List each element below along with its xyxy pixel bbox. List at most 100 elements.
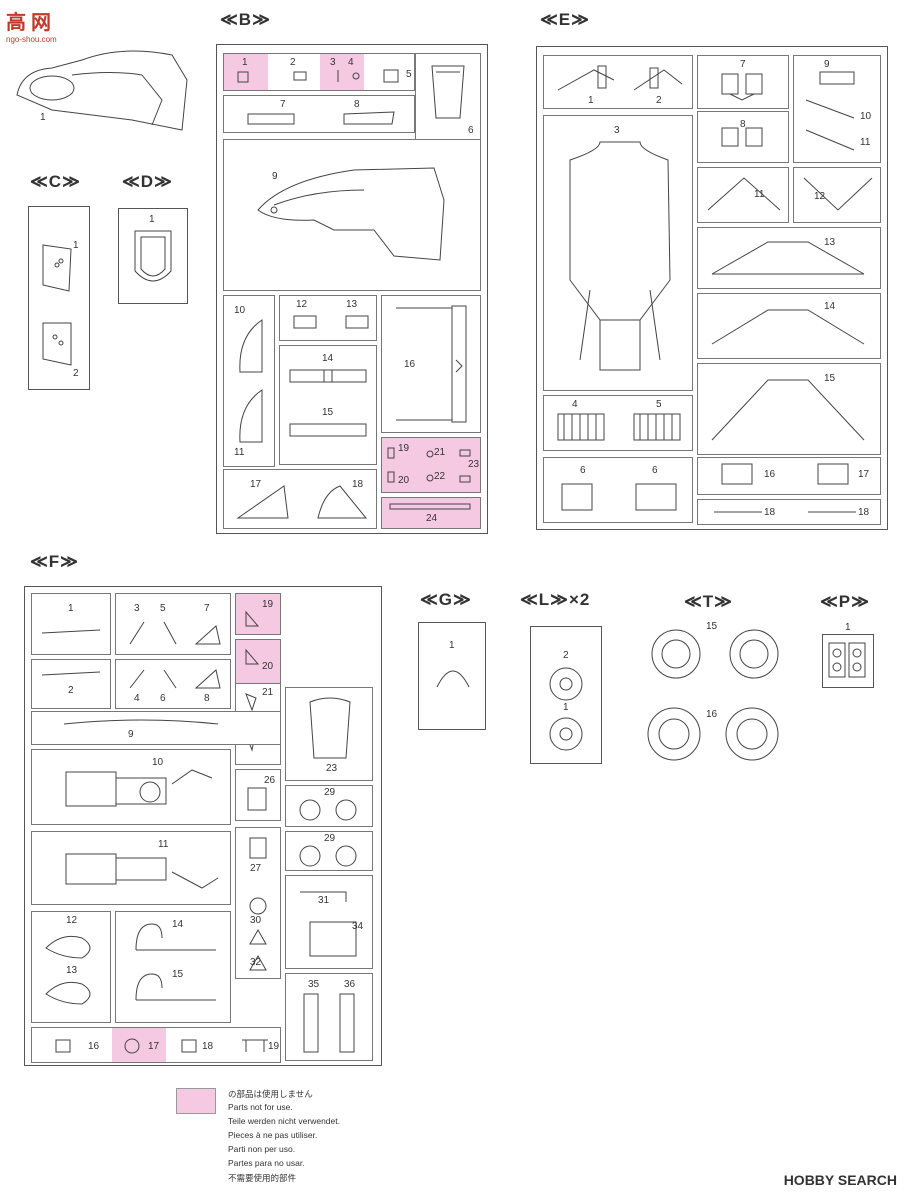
part-number: 2 — [656, 95, 662, 106]
roll-hoop-drawing — [436, 670, 470, 688]
part-number: 2 — [68, 685, 74, 696]
part-number: 5 — [160, 603, 166, 614]
small-plates-drawing — [293, 315, 369, 329]
sprue-cell-unused: 24 — [381, 497, 481, 529]
sprue-cell: 11 — [31, 831, 231, 905]
sprue-e: 1 2 7 8 9 10 11 3 11 12 13 — [536, 46, 888, 530]
part-number: 18 — [202, 1041, 214, 1052]
sprue-cell: 35 36 — [285, 973, 373, 1061]
sprue-cell: 14 15 — [279, 345, 377, 465]
sprue-cell: 11 — [697, 167, 789, 223]
sprue-cell: 2 — [31, 659, 111, 709]
section-label-d: ≪D≫ — [122, 172, 173, 191]
part-number: 21 — [434, 447, 446, 458]
tires-drawing — [647, 707, 779, 761]
bar-part-drawing — [289, 369, 367, 383]
part-number: 4 — [348, 57, 354, 68]
part-number: 19 — [398, 443, 410, 454]
sprue-cell: 7 8 — [223, 95, 415, 133]
engine-half-drawing — [65, 769, 213, 807]
wishbone-drawing — [711, 309, 865, 345]
sprue-cell: 29 — [285, 785, 373, 827]
part-number: 6 — [468, 125, 474, 136]
part-number: 6 — [580, 465, 586, 476]
part-number: 29 — [324, 833, 336, 844]
part-number: 13 — [346, 299, 358, 310]
part-number: 5 — [406, 69, 412, 80]
sprue-cell: 9 10 11 — [793, 55, 881, 163]
sprue-cell: 10 — [31, 749, 231, 825]
link-parts-drawing — [129, 621, 221, 645]
wishbone-drawing — [711, 241, 865, 275]
part-number: 17 — [148, 1041, 160, 1052]
part-number: 15 — [706, 621, 718, 632]
part-number: 18 — [764, 507, 776, 518]
part-number: 15 — [172, 969, 184, 980]
sprue-f: 1 2 3 5 7 4 6 8 19 20 21 22 9 10 11 — [24, 586, 382, 1066]
part-number: 2 — [563, 650, 569, 661]
legend-text: Parts not for use. — [228, 1102, 293, 1112]
bracket-drawing — [245, 610, 260, 627]
part-number: 2 — [290, 57, 296, 68]
mirror-parts-drawing — [828, 642, 866, 678]
part-number: 18 — [858, 507, 870, 518]
part-number: 16 — [404, 359, 416, 370]
exhaust-manifold-drawing — [45, 935, 91, 1005]
sprue-l: 2 1 — [530, 626, 602, 764]
intake-trumpets-drawing — [721, 463, 849, 485]
part-number: 9 — [272, 171, 278, 182]
part-number: 9 — [128, 729, 134, 740]
fuel-parts-drawing — [300, 891, 357, 957]
part-number: 1 — [845, 622, 851, 633]
part-number: 17 — [858, 469, 870, 480]
sprue-cell: 9 — [31, 711, 281, 745]
legend-text: Parti non per uso. — [228, 1144, 296, 1154]
sprue-cell: 6 6 — [543, 457, 693, 523]
part-number: 1 — [68, 603, 74, 614]
rod-drawing — [63, 719, 219, 725]
part-number: 26 — [264, 775, 276, 786]
sprue-cell-unused: 20 — [235, 639, 281, 685]
sprue-cell: 8 — [697, 111, 789, 163]
legend-text: Partes para no usar. — [228, 1158, 305, 1168]
unused-part-highlight — [320, 54, 364, 90]
sprue-d: 1 — [118, 208, 188, 304]
sprue-cell: 18 18 — [697, 499, 881, 525]
tires-drawing — [651, 629, 779, 679]
section-label-t: ≪T≫ — [684, 592, 733, 611]
chassis-tub-drawing — [569, 141, 671, 371]
legend-text: の部品は使用しません — [228, 1089, 313, 1099]
part-number: 32 — [250, 957, 262, 968]
wishbone-drawing — [711, 379, 865, 441]
part-number: 1 — [563, 702, 569, 713]
part-number: 20 — [398, 475, 410, 486]
part-number: 14 — [172, 919, 184, 930]
sprue-cell: 9 — [223, 139, 481, 291]
logo-url: ngo-shou.com — [6, 35, 57, 44]
undertray-drawing — [257, 167, 445, 261]
part-number: 23 — [326, 763, 338, 774]
part-number: 18 — [352, 479, 364, 490]
part-number: 31 — [318, 895, 330, 906]
bar-part-drawing — [289, 423, 367, 437]
sprue-cell: 12 13 — [279, 295, 377, 341]
section-label-b: ≪B≫ — [220, 10, 271, 29]
uprights-drawing — [303, 993, 355, 1053]
part-number: 23 — [468, 459, 480, 470]
sprue-c: 1 2 — [28, 206, 90, 390]
shafts-drawing — [714, 511, 856, 513]
seat-drawing — [309, 697, 351, 759]
sprue-cell: 26 — [235, 769, 281, 821]
part-number: 19 — [268, 1041, 280, 1052]
windscreen-drawing — [134, 230, 172, 282]
part-number: 17 — [250, 479, 262, 490]
part-number: 1 — [73, 240, 79, 251]
sprue-cell: 4 6 8 — [115, 659, 231, 709]
part-number: 30 — [250, 915, 262, 926]
part-number: 14 — [322, 353, 334, 364]
window-part-drawing — [42, 322, 72, 366]
part-number: 36 — [344, 979, 356, 990]
part-number: 13 — [66, 965, 78, 976]
site-logo: 高 网 ngo-shou.com — [6, 6, 57, 44]
sprue-g: 1 — [418, 622, 486, 730]
